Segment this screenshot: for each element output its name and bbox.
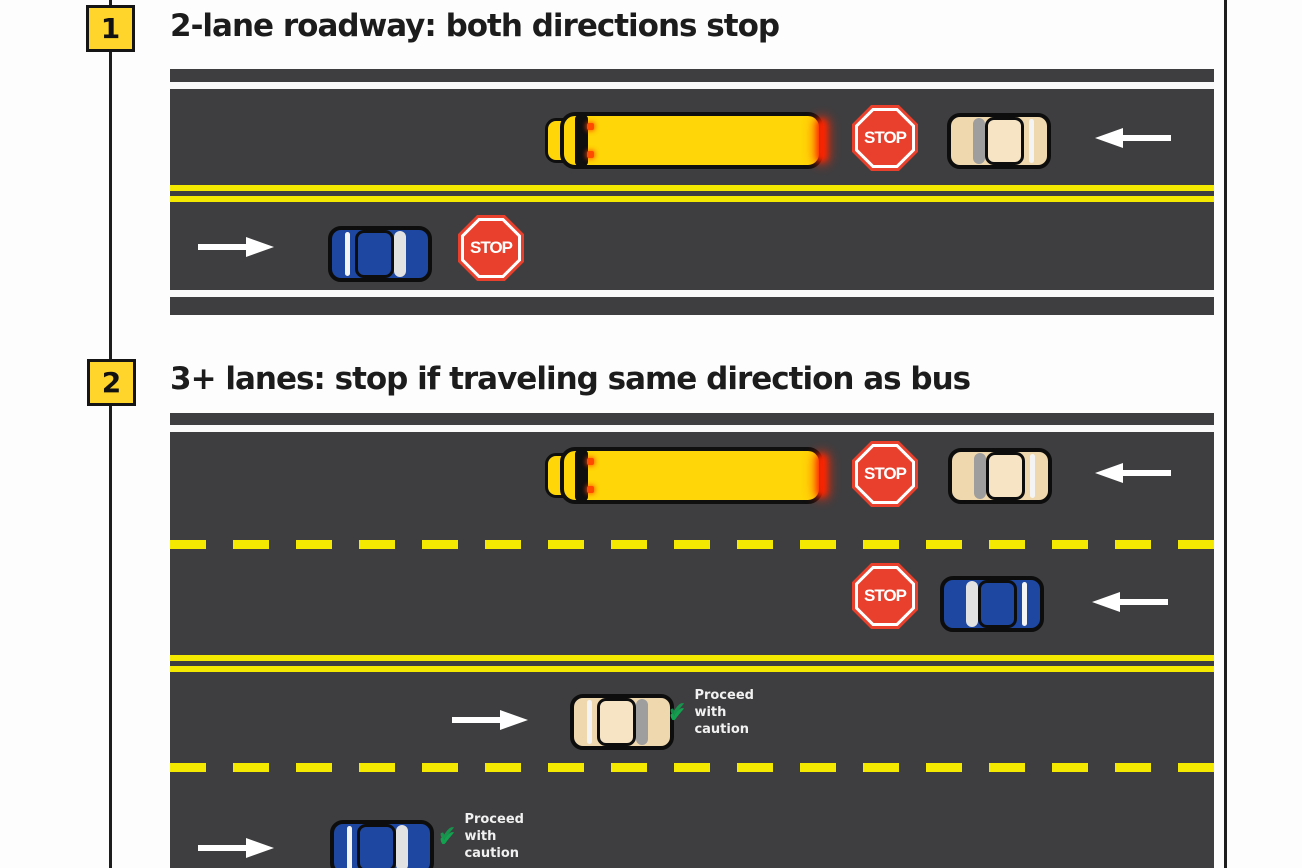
car-windshield — [394, 231, 406, 277]
school-bus-icon — [545, 447, 827, 504]
stop-sign-icon: STOP — [852, 441, 918, 507]
car-windshield — [973, 118, 985, 164]
proceed-line-3: caution — [464, 845, 520, 861]
direction-arrow-left-icon — [1093, 126, 1171, 150]
road-edge-line — [170, 425, 1214, 432]
car-cabin — [597, 698, 636, 746]
car-cabin — [355, 230, 394, 278]
bus-windshield — [575, 115, 588, 166]
proceed-with-caution-note: ✔ Proceed with caution — [668, 688, 754, 739]
direction-arrow-right-icon — [198, 235, 276, 259]
tan-car-icon — [570, 694, 674, 750]
car-rear-window — [1029, 119, 1034, 163]
car-rear-window — [345, 232, 350, 276]
stop-sign-label: STOP — [470, 238, 513, 257]
proceed-line-1: Proceed — [694, 688, 754, 703]
bus-flashing-red-lights — [817, 454, 827, 497]
road-multi-lane: STOP STOP — [170, 413, 1214, 868]
right-guide-line — [1224, 0, 1227, 868]
car-cabin — [357, 824, 396, 868]
car-rear-window — [1022, 582, 1027, 626]
stop-sign-face — [858, 569, 912, 623]
double-yellow-center-line — [170, 655, 1214, 672]
section-2-title: 3+ lanes: stop if traveling same directi… — [170, 361, 971, 397]
dashed-lane-line — [170, 540, 1214, 549]
car-cabin — [978, 580, 1017, 628]
proceed-line-2: with — [464, 828, 497, 844]
car-windshield — [396, 825, 408, 868]
blue-car-icon — [328, 226, 432, 282]
double-check-icon: ✔ — [438, 827, 457, 853]
dashed-lane-line — [170, 763, 1214, 772]
road-edge-line — [170, 290, 1214, 297]
tan-car-icon — [947, 113, 1051, 169]
direction-arrow-left-icon — [1093, 461, 1171, 485]
bus-body — [560, 112, 823, 169]
proceed-with-caution-label: Proceed with caution — [464, 812, 524, 863]
section-2-number: 2 — [101, 366, 122, 399]
stop-sign-face — [464, 221, 518, 275]
bus-front-light — [587, 458, 594, 465]
bus-front-light — [587, 123, 594, 130]
road-two-lane: STOP STOP — [170, 69, 1214, 315]
car-cabin — [986, 452, 1025, 500]
direction-arrow-left-icon — [1090, 590, 1168, 614]
stop-sign-icon: STOP — [852, 105, 918, 171]
proceed-line-1: Proceed — [464, 812, 524, 827]
section-1-title: 2-lane roadway: both directions stop — [170, 8, 780, 44]
stop-sign-icon: STOP — [458, 215, 524, 281]
stop-sign-icon: STOP — [852, 563, 918, 629]
car-windshield — [636, 699, 648, 745]
blue-car-icon — [330, 820, 434, 868]
proceed-line-3: caution — [694, 721, 750, 737]
proceed-line-2: with — [694, 704, 727, 720]
bus-flashing-red-lights — [817, 119, 827, 162]
direction-arrow-right-icon — [198, 836, 276, 860]
left-guide-line — [109, 0, 112, 868]
section-1-number-badge: 1 — [86, 5, 135, 52]
bus-front-light — [587, 151, 594, 158]
bus-body — [560, 447, 823, 504]
car-rear-window — [587, 700, 592, 744]
car-rear-window — [347, 826, 352, 868]
double-check-icon: ✔ — [668, 703, 687, 729]
car-rear-window — [1030, 454, 1035, 498]
section-1-number: 1 — [100, 12, 121, 45]
car-cabin — [985, 117, 1024, 165]
double-yellow-center-line — [170, 185, 1214, 202]
proceed-with-caution-label: Proceed with caution — [694, 688, 754, 739]
blue-car-icon — [940, 576, 1044, 632]
bus-front-light — [587, 486, 594, 493]
road-edge-line — [170, 82, 1214, 89]
car-windshield — [966, 581, 978, 627]
car-windshield — [974, 453, 986, 499]
tan-car-icon — [948, 448, 1052, 504]
stop-sign-face — [858, 111, 912, 165]
stop-sign-label: STOP — [864, 586, 907, 605]
bus-windshield — [575, 450, 588, 501]
school-bus-icon — [545, 112, 827, 169]
stop-sign-label: STOP — [864, 128, 907, 147]
stop-sign-label: STOP — [864, 464, 907, 483]
section-2-number-badge: 2 — [87, 359, 136, 406]
stop-sign-face — [858, 447, 912, 501]
proceed-with-caution-note: ✔ Proceed with caution — [438, 812, 524, 863]
direction-arrow-right-icon — [452, 708, 530, 732]
